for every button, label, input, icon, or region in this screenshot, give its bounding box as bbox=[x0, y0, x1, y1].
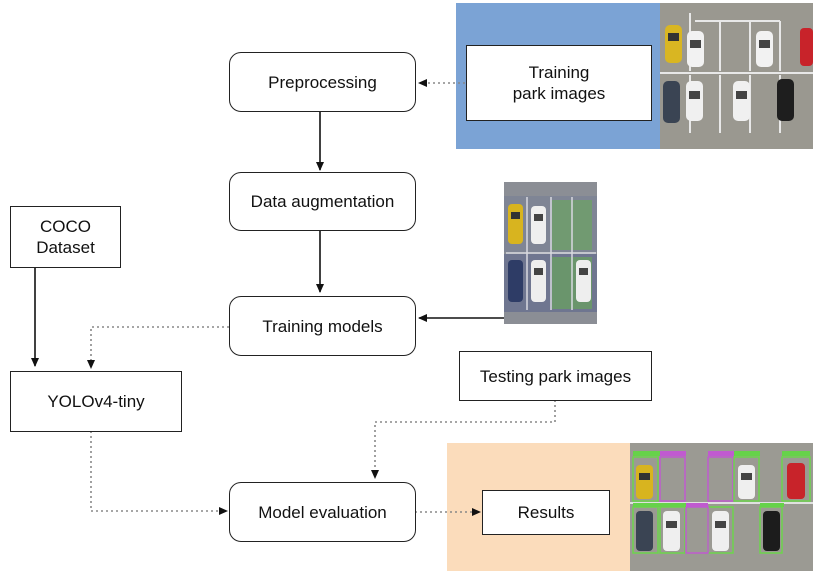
detected-parking-lot-image bbox=[630, 443, 813, 571]
preprocessing-label: Preprocessing bbox=[268, 72, 377, 92]
coco-dataset-node: COCO Dataset bbox=[10, 206, 121, 268]
arrow-testing-to-evaluation bbox=[374, 400, 556, 473]
training-models-node: Training models bbox=[229, 296, 416, 356]
yolo-node: YOLOv4-tiny bbox=[10, 371, 182, 432]
results-label: Results bbox=[517, 503, 575, 522]
augmented-parking-image bbox=[504, 182, 597, 324]
training-park-images-label: Training park images bbox=[512, 63, 606, 103]
data-augmentation-node: Data augmentation bbox=[229, 172, 416, 231]
training-parking-lot-image bbox=[660, 3, 813, 149]
arrow-training-to-yolo bbox=[90, 326, 229, 364]
yolo-label: YOLOv4-tiny bbox=[47, 392, 145, 411]
training-park-images-node: Training park images bbox=[466, 45, 652, 121]
preprocessing-node: Preprocessing bbox=[229, 52, 416, 112]
data-augmentation-label: Data augmentation bbox=[250, 192, 395, 211]
model-evaluation-label: Model evaluation bbox=[258, 502, 387, 522]
model-evaluation-node: Model evaluation bbox=[229, 482, 416, 542]
testing-park-images-node: Testing park images bbox=[459, 351, 652, 401]
coco-dataset-label: COCO Dataset bbox=[36, 217, 95, 257]
results-node: Results bbox=[482, 490, 610, 535]
arrow-yolo-to-evaluation bbox=[90, 431, 222, 512]
training-models-label: Training models bbox=[262, 316, 383, 336]
testing-park-images-label: Testing park images bbox=[479, 366, 632, 386]
